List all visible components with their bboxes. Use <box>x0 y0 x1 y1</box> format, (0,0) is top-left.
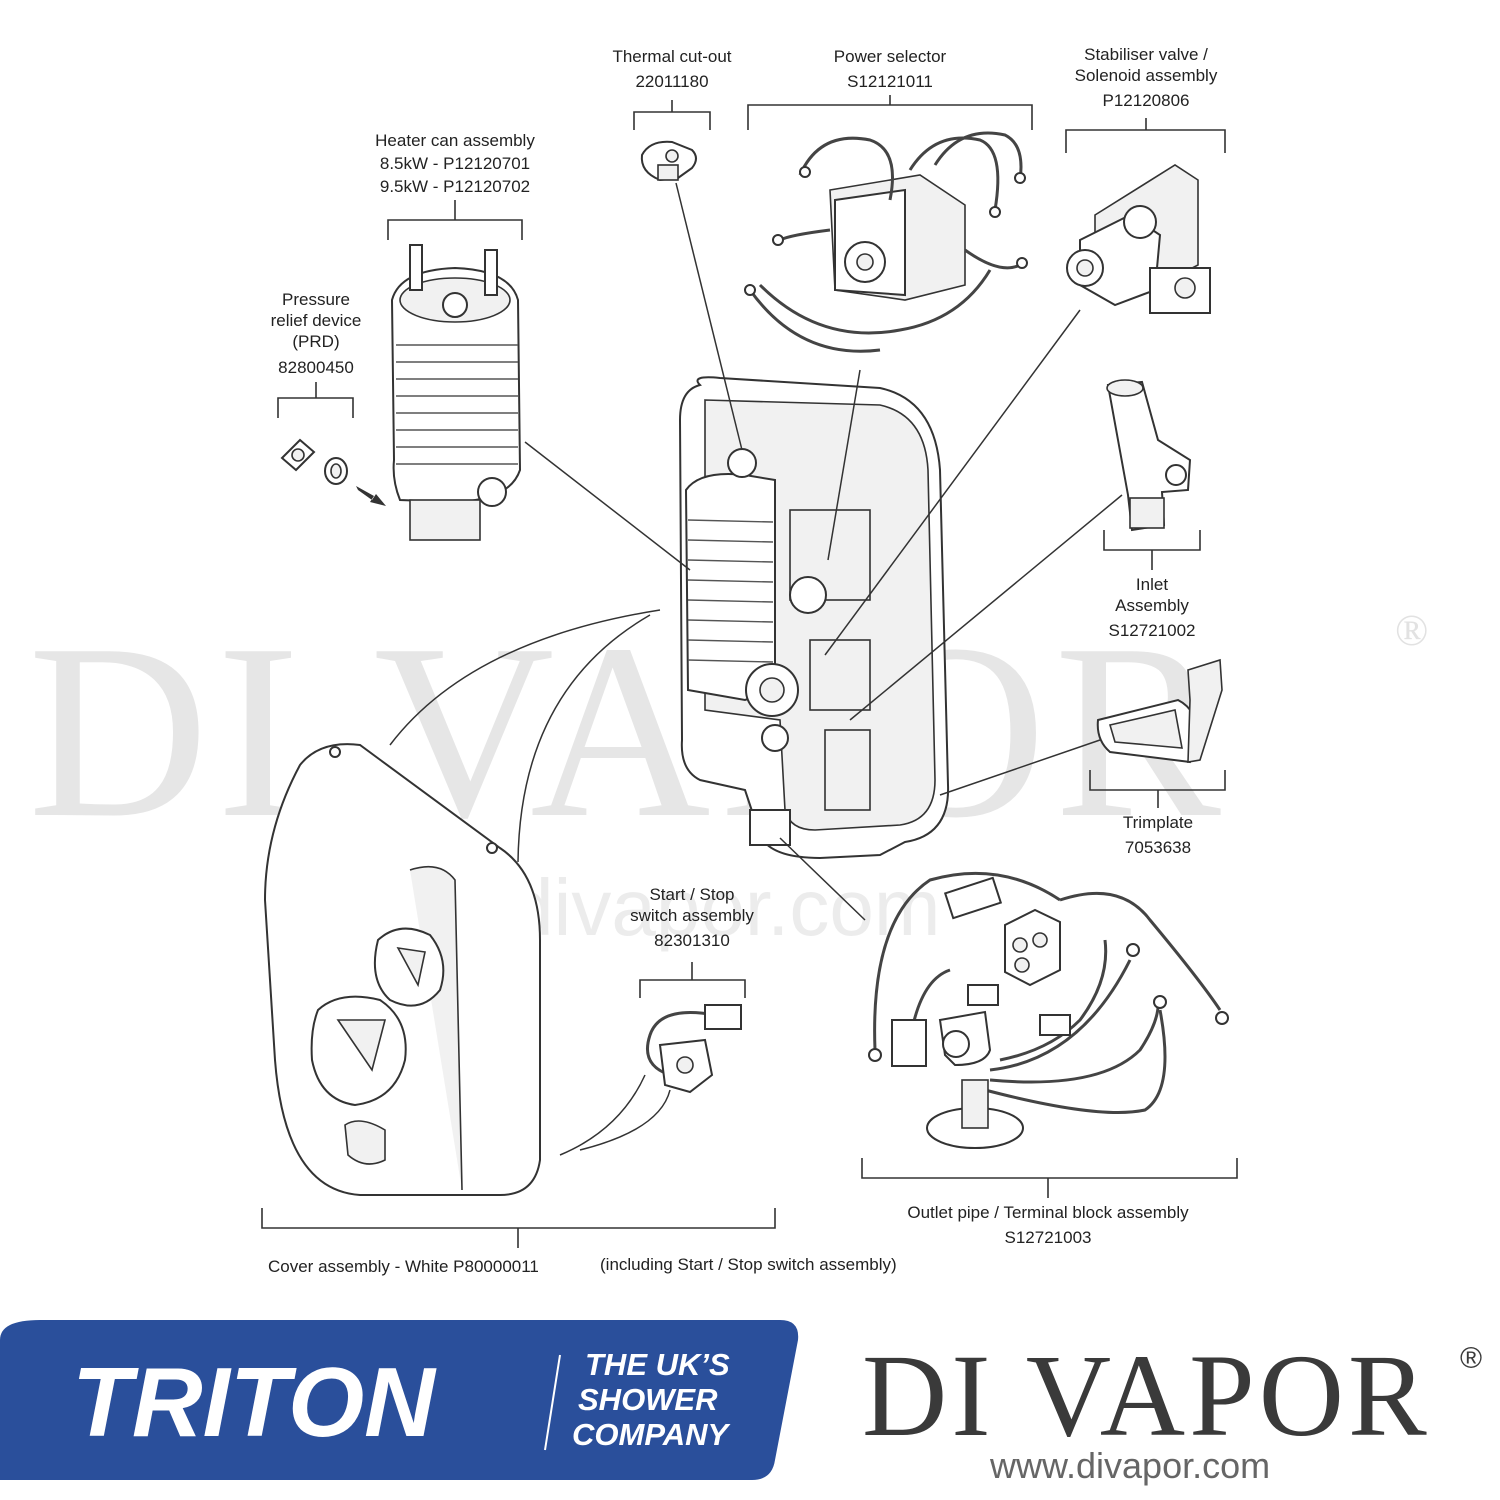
prd-arrow <box>356 486 386 506</box>
label-trimplate-name: Trimplate <box>1123 813 1193 832</box>
mounted-heater-ribs <box>687 519 774 663</box>
shower-unit-body <box>678 376 950 860</box>
power-selector-part <box>744 131 1028 353</box>
leader-lines <box>389 182 1123 1156</box>
mounted-switch <box>761 724 789 752</box>
triton-tag-line1: THE UK’S <box>585 1347 730 1382</box>
label-stabiliser-line1: Stabiliser valve / <box>1084 45 1208 64</box>
heater-can-part <box>390 244 522 541</box>
leader-inlet <box>849 494 1123 721</box>
bracket-cover <box>261 1208 776 1248</box>
watermark-registered: ® <box>1395 606 1428 655</box>
mounted-selector-knob <box>789 576 827 614</box>
thermal-cutout-part <box>640 140 697 182</box>
start-stop-switch-part <box>646 1004 742 1094</box>
leader-stabiliser <box>824 309 1081 656</box>
bracket-start-stop <box>639 962 746 998</box>
mounted-inlet <box>824 729 871 811</box>
triton-logo-banner <box>0 1320 799 1480</box>
bracket-stabiliser-valve <box>1065 118 1226 153</box>
inlet-part <box>1106 379 1192 532</box>
bracket-prd <box>277 382 354 418</box>
label-heater-can-85: 8.5kW - P12120701 <box>380 154 530 173</box>
leader-thermal-cutout <box>675 182 743 451</box>
leader-heater-can <box>524 441 691 571</box>
bracket-thermal-cutout <box>633 100 711 130</box>
label-brackets <box>261 95 1238 1248</box>
label-start-stop-code: 82301310 <box>654 931 730 950</box>
label-prd-line2: relief device <box>271 311 362 330</box>
label-thermal-cutout-code: 22011180 <box>635 72 708 91</box>
leader-switch-1 <box>559 1074 646 1156</box>
label-cover-name: Cover assembly - White P80000011 <box>268 1257 539 1276</box>
divapor-registered: ® <box>1460 1342 1482 1375</box>
leader-outlet <box>779 837 866 921</box>
label-outlet-pipe-code: S12721003 <box>1005 1228 1092 1247</box>
label-heater-can-95: 9.5kW - P12120702 <box>380 177 530 196</box>
label-trimplate-code: 7053638 <box>1125 838 1191 857</box>
label-thermal-cutout-name: Thermal cut-out <box>612 47 731 66</box>
label-prd-line1: Pressure <box>282 290 350 309</box>
divapor-brand: DI VAPOR <box>862 1330 1431 1461</box>
mounted-thermal-cutout <box>727 448 757 478</box>
triton-tag-line2: SHOWER <box>578 1382 718 1417</box>
divapor-logo: DI VAPOR ® www.divapor.com <box>862 1330 1482 1486</box>
bracket-heater-can <box>387 200 523 240</box>
cover-part <box>263 743 541 1196</box>
leader-power-selector <box>827 369 861 561</box>
label-inlet-line1: Inlet <box>1136 575 1168 594</box>
label-stabiliser-line2: Solenoid assembly <box>1075 66 1218 85</box>
triton-tag-line3: COMPANY <box>572 1417 731 1452</box>
label-outlet-pipe-name: Outlet pipe / Terminal block assembly <box>907 1203 1189 1222</box>
cover-button <box>344 1120 386 1165</box>
triton-divider <box>544 1354 561 1451</box>
triton-brand: TRITON <box>72 1347 437 1457</box>
label-inlet-line2: Assembly <box>1115 596 1189 615</box>
leader-cover-1 <box>389 609 661 746</box>
bracket-trimplate <box>1089 770 1226 808</box>
label-cover-note: (including Start / Stop switch assembly) <box>600 1255 897 1274</box>
label-prd-code: 82800450 <box>278 358 354 377</box>
outlet-pipe-part <box>868 871 1229 1149</box>
divapor-url: www.divapor.com <box>989 1445 1270 1486</box>
part-labels: Thermal cut-out 22011180 Power selector … <box>268 45 1218 1276</box>
bracket-inlet <box>1103 530 1201 570</box>
label-stabiliser-code: P12120806 <box>1103 91 1190 110</box>
label-power-selector-name: Power selector <box>834 47 947 66</box>
heater-can-ribs <box>396 344 518 465</box>
prd-part <box>280 438 386 506</box>
mounted-valve-body <box>809 639 871 711</box>
triton-logo: TRITON THE UK’S SHOWER COMPANY <box>0 1320 799 1480</box>
label-start-stop-line1: Start / Stop <box>649 885 734 904</box>
label-start-stop-line2: switch assembly <box>630 906 754 925</box>
watermark-brand: DI VAPOR <box>28 593 1229 870</box>
bracket-outlet-pipe <box>861 1158 1238 1198</box>
label-heater-can-name: Heater can assembly <box>375 131 535 150</box>
label-prd-line3: (PRD) <box>292 332 339 351</box>
mounted-outlet <box>749 809 791 846</box>
label-inlet-code: S12721002 <box>1109 621 1196 640</box>
stabiliser-valve-part <box>1066 164 1211 314</box>
leader-cover-2 <box>517 614 651 863</box>
leader-trimplate <box>939 739 1101 796</box>
bracket-power-selector <box>747 95 1033 130</box>
trimplate-part <box>1096 658 1223 764</box>
leader-switch-2 <box>579 1089 671 1151</box>
label-power-selector-code: S12121011 <box>847 72 933 91</box>
